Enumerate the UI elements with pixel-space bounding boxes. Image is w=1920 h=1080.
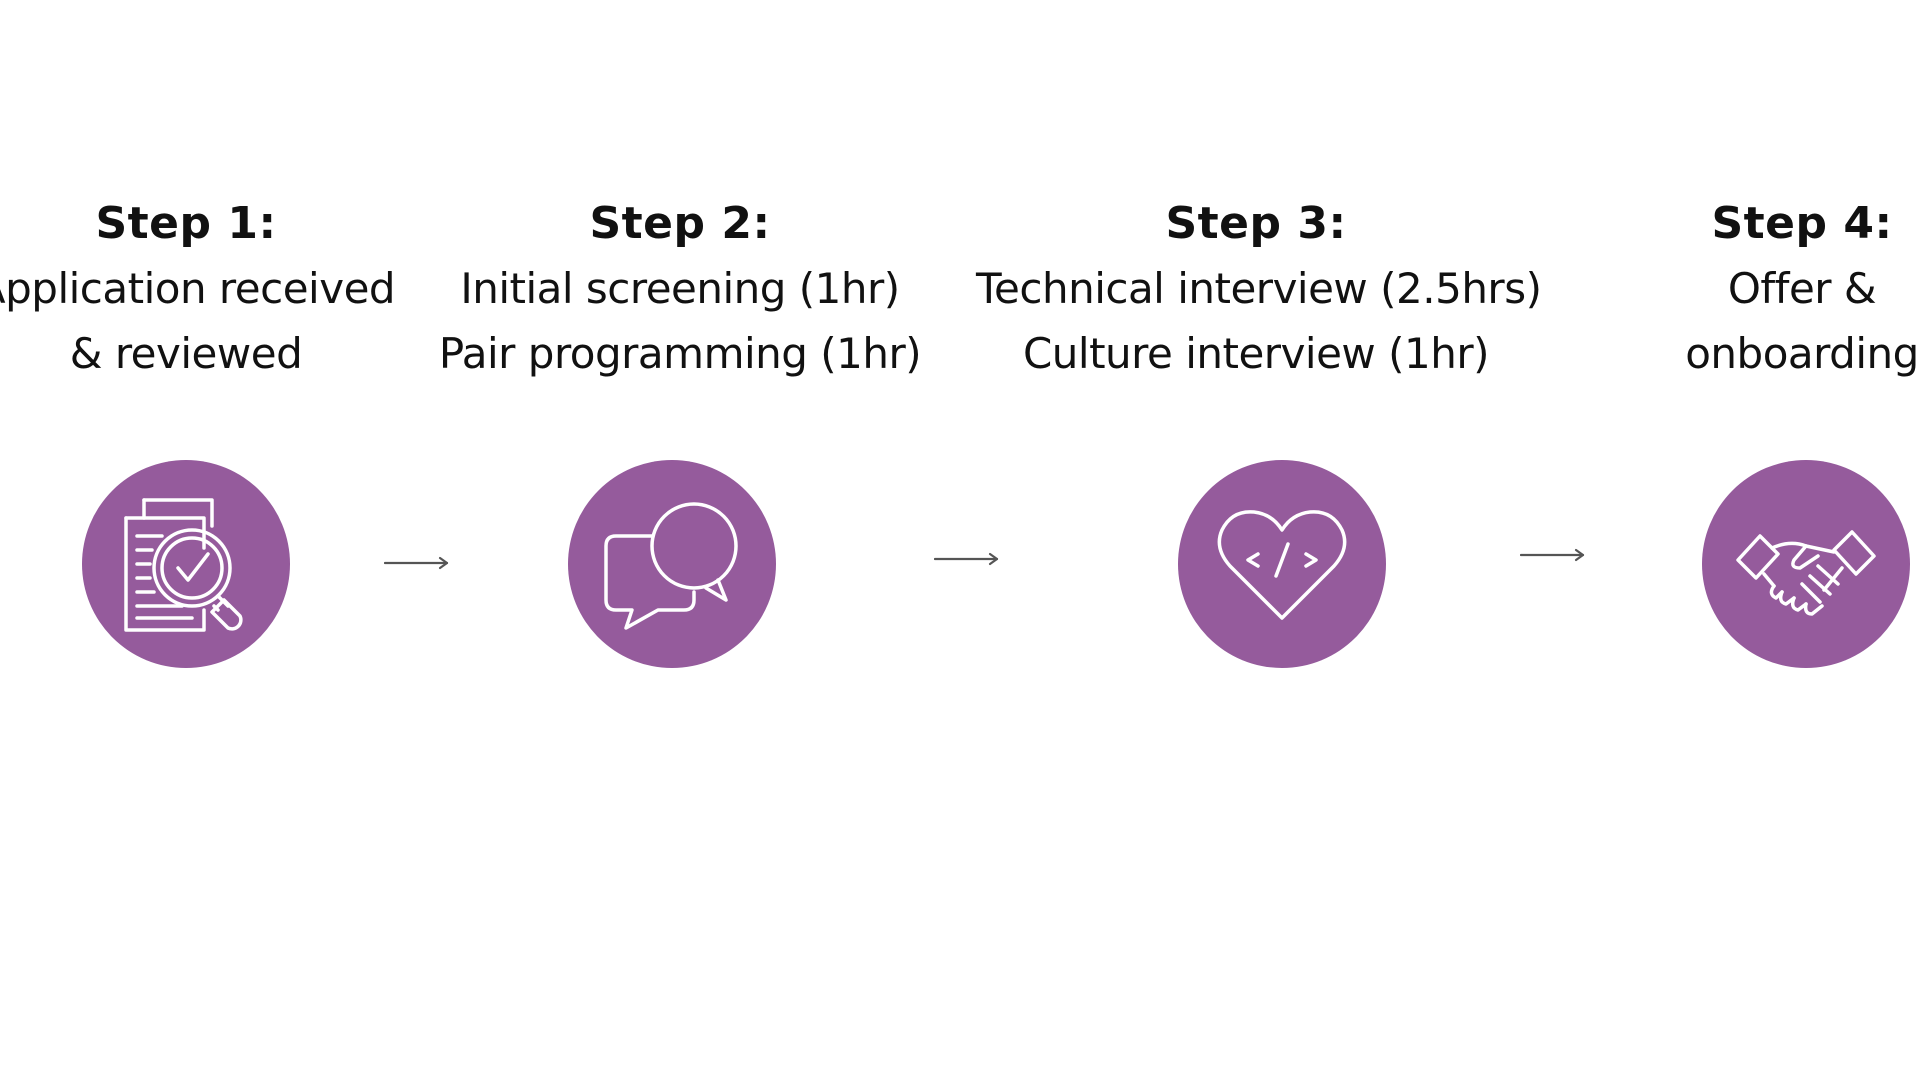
arrow-icon — [934, 552, 1000, 566]
heart-code-icon — [1217, 510, 1347, 620]
step-2-title: Step 2: — [589, 198, 771, 249]
step-4-title: Step 4: — [1711, 198, 1893, 249]
arrow-icon — [1520, 548, 1586, 562]
step-4-line-1: Offer & — [1727, 264, 1877, 313]
step-3-title: Step 3: — [1165, 198, 1347, 249]
handshake-icon — [1736, 530, 1876, 616]
step-4-circle — [1702, 460, 1910, 668]
step-4-line-2: onboarding — [1685, 329, 1919, 378]
step-2-circle — [568, 460, 776, 668]
step-1-circle — [82, 460, 290, 668]
step-2-line-1: Initial screening (1hr) — [460, 264, 900, 313]
step-3-line-1: Technical interview (2.5hrs) — [976, 264, 1542, 313]
document-search-check-icon — [124, 498, 243, 632]
step-3-circle — [1178, 460, 1386, 668]
step-2-line-2: Pair programming (1hr) — [438, 329, 922, 378]
arrow-icon — [384, 556, 450, 570]
step-1-title: Step 1: — [95, 198, 277, 249]
chat-bubbles-icon — [604, 502, 738, 630]
step-3-line-2: Culture interview (1hr) — [1022, 329, 1490, 378]
step-1-line-2: & reviewed — [69, 329, 303, 378]
step-1-line-1: Application received — [0, 264, 396, 313]
